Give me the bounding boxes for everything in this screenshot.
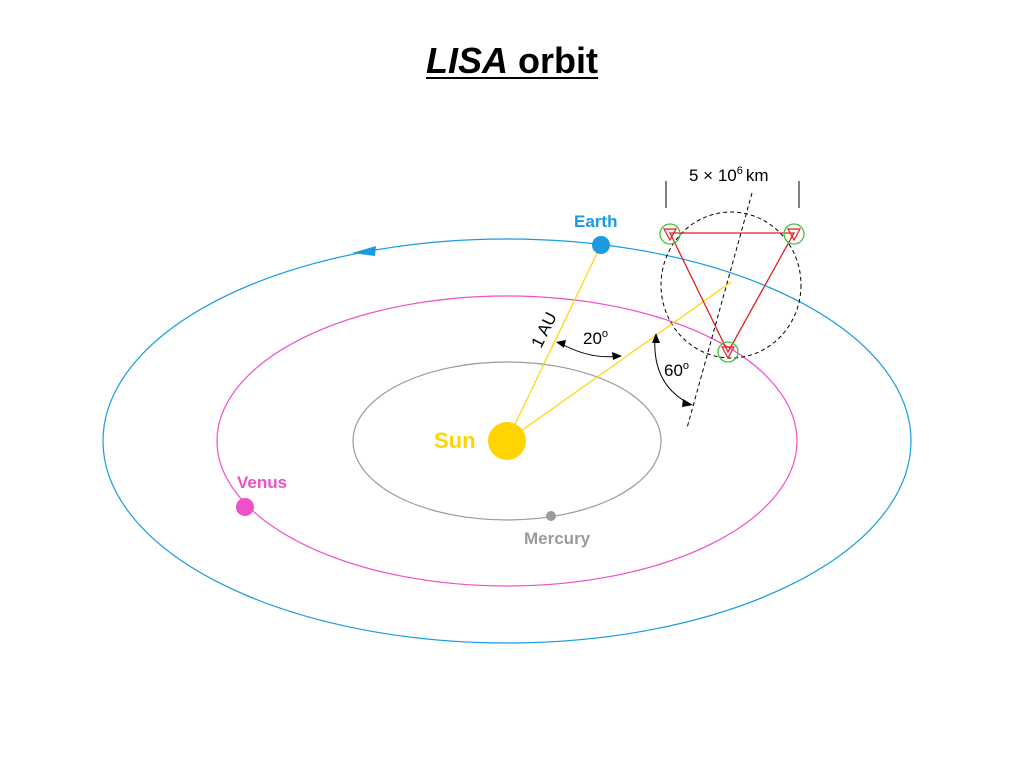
lisa-triangle — [668, 232, 796, 354]
page-title: LISA orbit — [0, 40, 1024, 82]
spacecraft-2 — [783, 223, 805, 245]
separation-exponent: 6 — [737, 165, 743, 177]
venus-orbit — [216, 295, 798, 587]
earth — [592, 236, 610, 254]
angle-arrow-60a — [652, 333, 660, 343]
tilt-axis-line — [686, 192, 753, 429]
angle-arrow-20b — [612, 352, 622, 360]
angle-arrow-60b — [682, 399, 693, 407]
title-italic: LISA — [426, 40, 509, 81]
degree-mark-60: o — [683, 360, 689, 372]
angle-arrow-20a — [556, 340, 566, 348]
sun-lisa-line — [506, 281, 732, 442]
sun-earth-line — [506, 244, 602, 442]
separation-unit: km — [746, 166, 769, 185]
earth-orbit — [102, 238, 912, 644]
angle-arc-60 — [654, 336, 691, 405]
sun — [488, 422, 526, 460]
mercury-label: Mercury — [524, 529, 591, 548]
earth-label: Earth — [574, 212, 617, 231]
spacecraft-3 — [717, 341, 739, 363]
venus-label: Venus — [237, 473, 287, 492]
distance-label: 1 AU — [528, 309, 561, 350]
sun-label: Sun — [434, 428, 476, 453]
title-rest: orbit — [508, 40, 598, 81]
angle-20-label: 20o — [583, 328, 608, 348]
degree-mark-20: o — [602, 328, 608, 340]
lisa-dashed-ellipse — [660, 211, 802, 359]
orbit-direction-arrow — [352, 246, 376, 256]
mercury-orbit — [352, 361, 662, 521]
spacecraft-1 — [659, 223, 681, 245]
mercury — [546, 511, 556, 521]
angle-60-label: 60o — [664, 360, 689, 380]
venus — [236, 498, 254, 516]
